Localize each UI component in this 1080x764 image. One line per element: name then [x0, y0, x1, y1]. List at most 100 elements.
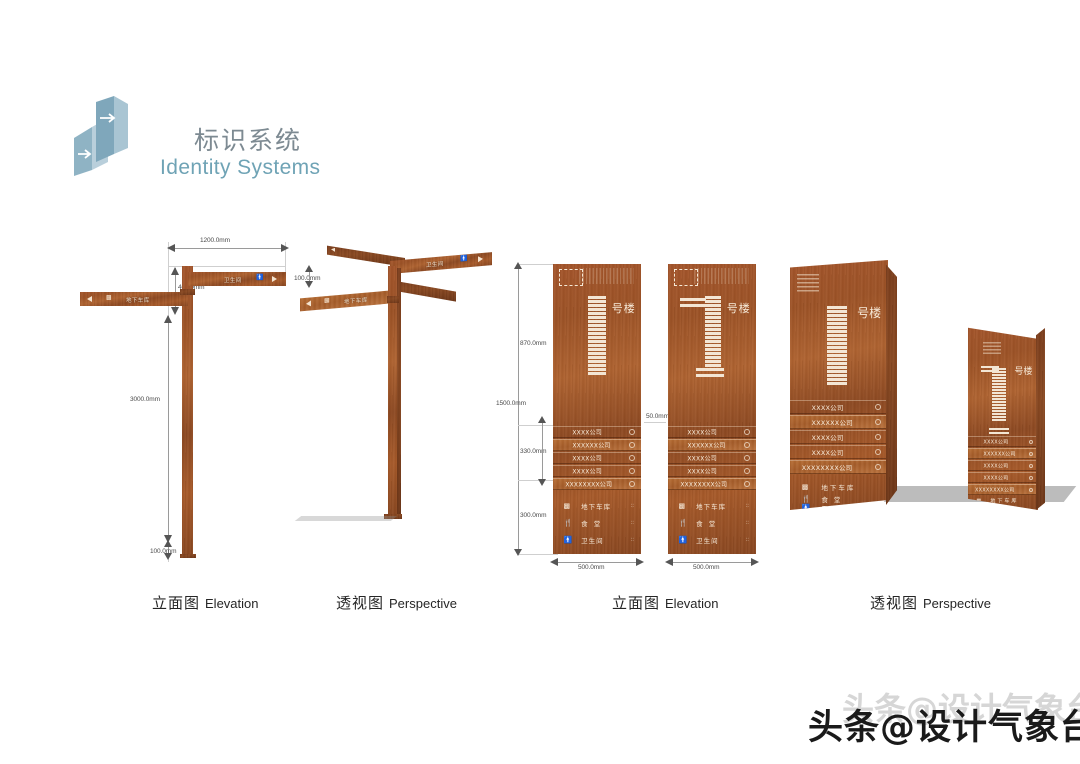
table-row: XXXX公司 — [790, 445, 888, 459]
braille-mark-icon: ∶∶ — [630, 537, 634, 544]
dimension-label: 1500.0mm — [496, 400, 526, 407]
tenant-name: XXXXXX公司 — [687, 442, 726, 450]
dimension-line — [309, 268, 310, 284]
panel-sign-elevation-group: 870.0mm 1500.0mm 330.0mm 300.0mm 号楼 XXXX… — [496, 250, 798, 571]
car-icon: ▩ — [106, 295, 112, 301]
logo-placeholder-box — [559, 269, 584, 286]
braille-dot-icon — [1029, 451, 1034, 456]
braille-dot-icon — [743, 468, 750, 474]
building-label: 号楼 — [857, 306, 882, 320]
caption-cn: 透视图 — [870, 594, 919, 612]
logo-placeholder-box — [674, 269, 699, 286]
table-row: XXXX公司 — [668, 452, 756, 464]
service-label: 地下车库 — [696, 503, 727, 511]
table-row: XXXXXXXX公司 — [968, 484, 1038, 495]
tenant-name: XXXXXXXX公司 — [801, 464, 853, 472]
service-label: 卫生间 — [821, 505, 847, 513]
service-row: 🚹 卫生间 ∶∶ — [553, 532, 641, 548]
service-row: 🚹 卫生间 ∶∶ — [668, 532, 756, 548]
tenant-name: XXXX公司 — [572, 468, 603, 476]
perforated-header — [579, 268, 634, 284]
ground-shadow — [294, 516, 398, 521]
tenant-name: XXXXXX公司 — [572, 442, 611, 450]
caption-en: Elevation — [205, 596, 259, 611]
service-label: 地下车库 — [581, 503, 612, 511]
panel-face: 号楼 XXXX公司 XXXXXX公司 XXXX公司 XXXX公司 XXXXXXX… — [790, 260, 888, 510]
guide-line — [518, 480, 558, 481]
sign-arm-left: ▩ 地下车库 — [80, 292, 188, 306]
post-collar — [387, 296, 399, 303]
tenant-name: XXXXXXXX公司 — [680, 481, 728, 489]
braille-dot-icon — [1029, 475, 1034, 480]
caption-perspective-right: 透视图 Perspective — [870, 592, 991, 613]
tenant-name: XXXX公司 — [983, 439, 1009, 445]
tenant-name: XXXX公司 — [811, 434, 844, 442]
restroom-icon: 🚹 — [256, 275, 264, 281]
logo-placeholder-box — [796, 274, 819, 292]
caption-en: Perspective — [923, 596, 991, 611]
arm-label: 地下车库 — [126, 298, 150, 304]
numeral-top-bars — [980, 366, 999, 374]
post-base — [180, 554, 196, 558]
directional-sign-perspective: 100.0mm 卫生间 🚹 ▩ 地下车库 — [292, 245, 502, 568]
dimension-label: 300.0mm — [520, 512, 547, 519]
braille-dot-icon — [1029, 439, 1034, 444]
tenant-name: XXXXXXXX公司 — [975, 487, 1015, 493]
dimension-label: 100.0mm — [294, 275, 321, 282]
braille-dot-icon — [875, 449, 882, 455]
service-label: 食 堂 — [581, 520, 603, 528]
brand-title-cn: 标识系统 — [194, 126, 303, 155]
brand-header: 标识系统 Identity Systems — [72, 96, 372, 196]
car-icon: ▩ — [678, 503, 686, 510]
car-icon: ▩ — [976, 498, 982, 504]
building-number-glyph — [704, 296, 721, 367]
directional-sign-elevation: 1200.0mm 400.0mm 卫生间 🚹 ▩ 地下车库 3000.0mm 1… — [70, 236, 310, 566]
service-label: 食 堂 — [696, 520, 718, 528]
guide-line — [518, 554, 558, 555]
restroom-icon: 🚹 — [801, 505, 811, 512]
service-row: 🚹 卫生间 — [790, 500, 888, 513]
tenant-name: XXXX公司 — [572, 429, 603, 437]
service-label: 卫生间 — [581, 537, 604, 545]
table-row: XXXXXXXX公司 — [790, 460, 888, 474]
table-row: XXXX公司 — [968, 436, 1038, 447]
arrow-left-icon — [331, 247, 335, 252]
caption-cn: 透视图 — [336, 594, 385, 612]
dimension-label: 330.0mm — [520, 448, 547, 455]
car-icon: ▩ — [801, 484, 809, 491]
dimension-line — [555, 562, 639, 563]
table-row: XXXX公司 — [553, 465, 641, 477]
table-row: XXXXXX公司 — [553, 439, 641, 451]
dimension-line — [542, 418, 543, 484]
braille-mark-icon: ∶∶ — [630, 520, 634, 527]
braille-dot-icon — [875, 434, 882, 440]
building-number-glyph — [588, 296, 607, 375]
watermark: 头条@设计气象台 头条@设计气象台 — [808, 686, 1080, 756]
numeral-bottom-bars — [989, 428, 1009, 436]
arrow-right-icon — [272, 276, 277, 282]
dimension-label: 500.0mm — [693, 564, 720, 571]
numeral-top-bars — [680, 298, 707, 309]
dimension-label: 100.0mm — [150, 548, 177, 555]
watermark-ghost-text: 头条@设计气象台 — [842, 690, 1080, 728]
arm-label: 卫生间 — [224, 278, 242, 284]
dimension-line — [518, 264, 519, 554]
tenant-name: XXXX公司 — [687, 429, 718, 437]
panel-side-face — [886, 264, 897, 506]
tenant-name: XXXX公司 — [687, 455, 718, 463]
post-collar — [180, 289, 195, 295]
arrow-left-icon — [306, 300, 311, 307]
dimension-line — [175, 268, 176, 312]
braille-dot-icon — [875, 464, 882, 470]
arrow-right-icon — [478, 255, 483, 263]
guide-line — [518, 264, 558, 265]
tenant-name: XXXXXX公司 — [983, 451, 1016, 457]
restroom-icon: 🚹 — [460, 256, 468, 263]
table-row: XXXX公司 — [668, 465, 756, 477]
service-row: ▩ 地下车库 — [968, 496, 1038, 506]
logo-placeholder-box — [983, 342, 1002, 355]
brand-title-en: Identity Systems — [160, 156, 321, 179]
braille-mark-icon: ∶∶ — [745, 537, 749, 544]
